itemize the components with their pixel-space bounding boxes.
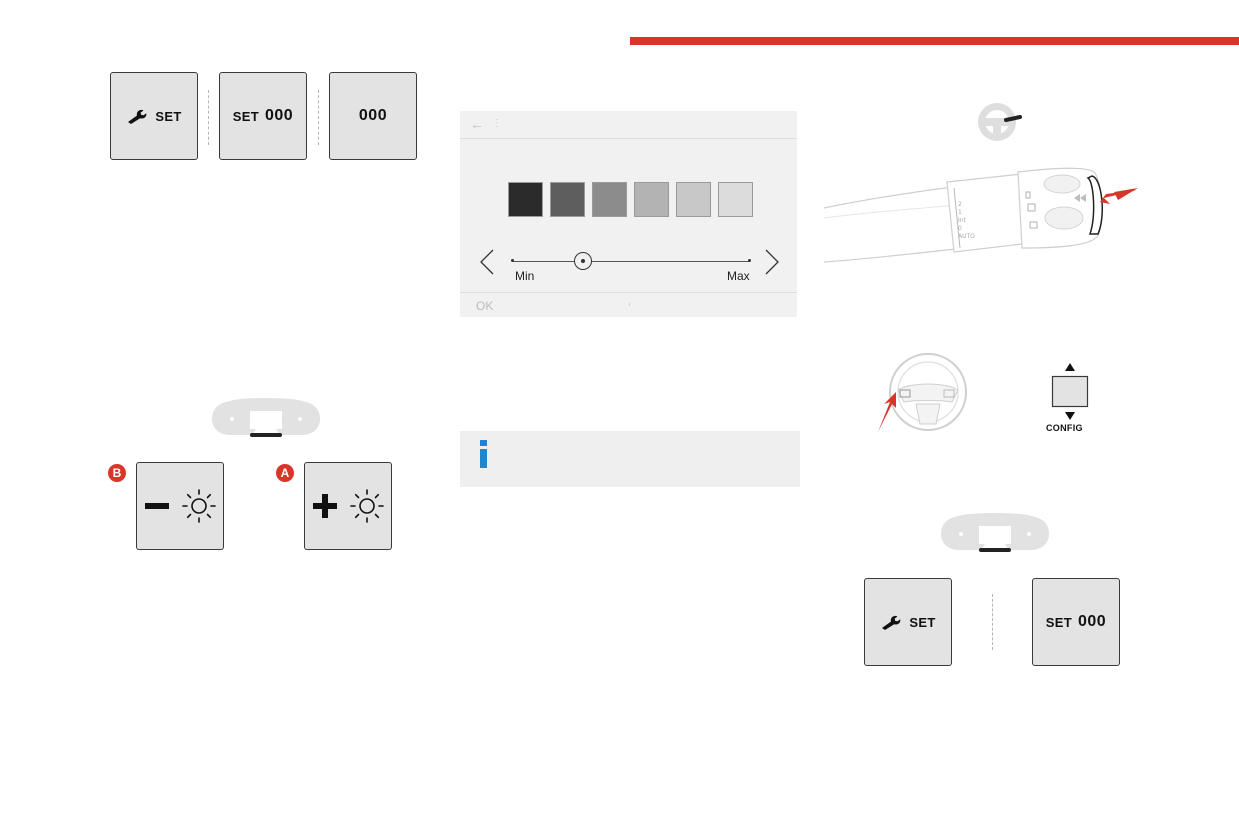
section-header-bar <box>630 37 1239 45</box>
brightness-swatch[interactable] <box>508 182 543 217</box>
set-value-key: SET 000 <box>1032 578 1120 666</box>
brightness-swatch[interactable] <box>550 182 585 217</box>
brightness-swatch[interactable] <box>592 182 627 217</box>
back-arrow-icon[interactable]: ← <box>470 116 484 132</box>
instrument-cluster-icon <box>212 398 320 437</box>
set-wrench-key: SET <box>864 578 952 666</box>
svg-text:AUTO: AUTO <box>958 233 975 240</box>
slider-track[interactable] <box>512 261 750 262</box>
divider-tick <box>629 303 630 306</box>
brightness-swatch[interactable] <box>718 182 753 217</box>
config-key-icon <box>1051 363 1089 420</box>
slider-min-label: Min <box>515 269 535 283</box>
slider-end-dot <box>511 259 514 262</box>
chevron-left-icon[interactable] <box>478 248 496 276</box>
steering-wheel-controls-icon <box>878 353 967 432</box>
brightness-swatch[interactable] <box>676 182 711 217</box>
separator-dash <box>992 594 993 650</box>
info-box <box>460 431 800 487</box>
set-label: SET <box>1045 614 1072 630</box>
separator-dash <box>318 90 319 145</box>
chevron-right-icon[interactable] <box>763 248 781 276</box>
minus-brightness-icon <box>145 489 216 523</box>
value-display: 000 <box>264 107 294 124</box>
slider-max-label: Max <box>727 269 750 283</box>
steering-wheel-icon <box>978 103 1022 141</box>
value-display: 000 <box>358 107 388 124</box>
screen-top-bar: ← ⋮ <box>460 111 797 139</box>
slider-thumb[interactable] <box>574 252 593 270</box>
wiper-stalk-icon: 2 1 Int 0 AUTO <box>823 167 1138 263</box>
svg-text:Int: Int <box>958 217 967 224</box>
value-display: 000 <box>1077 613 1107 630</box>
badge-b: B <box>108 464 126 482</box>
instrument-cluster-icon <box>941 513 1049 552</box>
menu-dots-icon[interactable]: ⋮ <box>492 118 502 129</box>
config-label: CONFIG <box>1046 423 1083 433</box>
slider-end-dot <box>748 259 751 262</box>
badge-a: A <box>276 464 294 482</box>
plus-brightness-icon <box>313 489 384 523</box>
screen-bottom-bar: OK <box>460 292 797 318</box>
brightness-swatch[interactable] <box>634 182 669 217</box>
ok-button[interactable]: OK <box>476 299 494 313</box>
brightness-increase-key[interactable] <box>304 462 392 550</box>
set-wrench-key: SET <box>110 72 198 160</box>
svg-text:2: 2 <box>958 201 962 208</box>
info-icon <box>480 440 487 468</box>
brightness-decrease-key[interactable] <box>136 462 224 550</box>
set-value-key: SET 000 <box>219 72 307 160</box>
set-label: SET <box>155 108 182 124</box>
separator-dash <box>208 90 209 145</box>
wrench-icon <box>128 109 147 124</box>
wrench-icon <box>882 615 901 630</box>
set-label: SET <box>232 108 259 124</box>
value-key: 000 <box>329 72 417 160</box>
brightness-settings-screen: ← ⋮ Min Max OK <box>460 111 797 317</box>
svg-text:1: 1 <box>958 209 962 216</box>
set-label: SET <box>909 614 936 630</box>
svg-text:0: 0 <box>958 225 962 232</box>
